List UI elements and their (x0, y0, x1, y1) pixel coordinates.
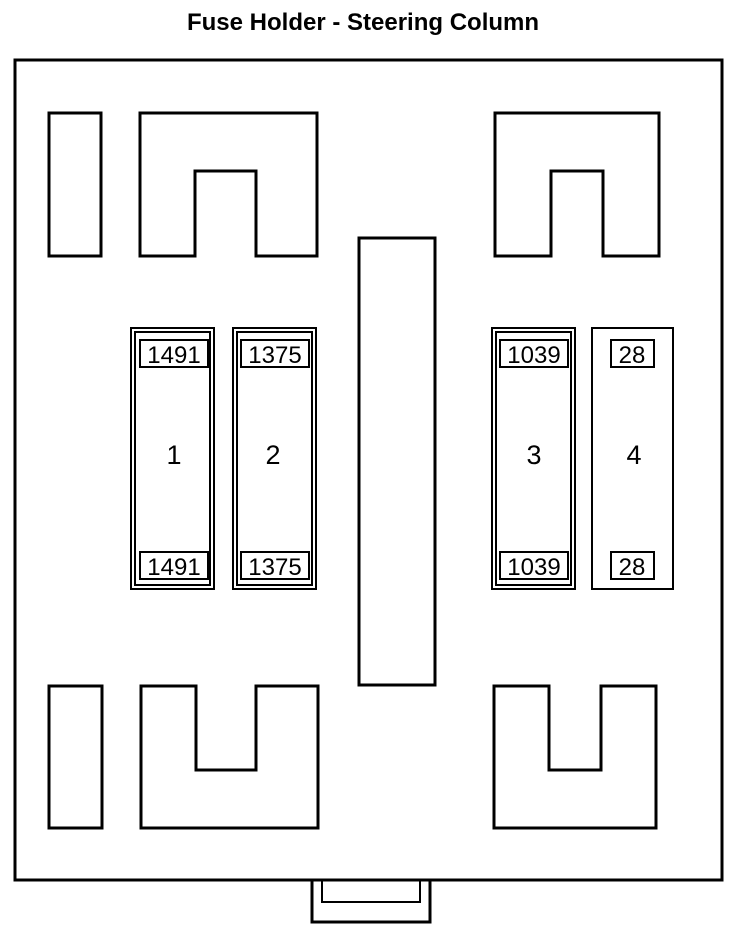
fuse-2-number: 2 (265, 440, 280, 470)
top-left-mount (138, 111, 319, 258)
fuse-4-top-circuit-box (610, 339, 655, 368)
fuse-1-bottom-circuit: 1491 (147, 554, 200, 581)
fuse-4-bottom-circuit: 28 (619, 554, 646, 581)
fuse-1-number: 1 (166, 440, 181, 470)
diagram-title: Fuse Holder - Steering Column (187, 9, 539, 36)
fuse-4-top-circuit: 28 (619, 342, 646, 369)
fuse-2-top-circuit: 1375 (248, 342, 301, 369)
top-right-mount (493, 111, 661, 258)
fuse-1-top-circuit: 1491 (147, 342, 200, 369)
fuse-2-bottom-circuit-box (240, 551, 310, 580)
fuse-3-top-circuit: 1039 (507, 342, 560, 369)
fuse-4: 28 4 28 (591, 327, 674, 590)
fuse-3-bottom-circuit-box (499, 551, 569, 580)
fuse-2-bottom-circuit: 1375 (248, 554, 301, 581)
fuse-2-top-circuit-box (240, 339, 310, 368)
fuse-4-number: 4 (626, 440, 641, 470)
center-divider-bar (357, 236, 437, 687)
fuse-2: 1375 2 1375 (232, 327, 317, 590)
fuse-1-top-circuit-box (139, 339, 209, 368)
fuse-3: 1039 3 1039 (491, 327, 576, 590)
fuse-1: 1491 1 1491 (130, 327, 215, 590)
fuse-1-bottom-circuit-box (139, 551, 209, 580)
bottom-left-slot (47, 684, 104, 830)
fuse-4-bottom-circuit-box (610, 551, 655, 580)
fuse-3-number: 3 (526, 440, 541, 470)
fuse-3-bottom-circuit: 1039 (507, 554, 560, 581)
fuse-3-top-circuit-box (499, 339, 569, 368)
top-left-slot (47, 111, 103, 258)
bottom-right-mount (492, 684, 658, 830)
bottom-left-mount (139, 684, 320, 830)
